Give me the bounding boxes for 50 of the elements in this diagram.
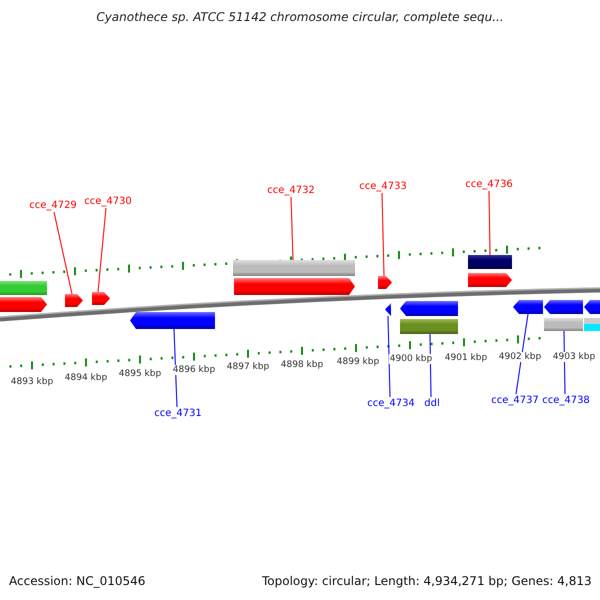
feature-bar bbox=[400, 319, 458, 334]
feature-bar bbox=[544, 318, 583, 331]
position-label: 4898 kbp bbox=[280, 360, 324, 370]
position-label: 4895 kbp bbox=[118, 369, 162, 379]
gene-feature bbox=[513, 300, 543, 314]
feature-bar bbox=[468, 255, 512, 269]
diagram-title: Cyanothece sp. ATCC 51142 chromosome circular, complete sequ... bbox=[95, 10, 505, 24]
gene-label: cce_4731 bbox=[154, 408, 202, 420]
footer-note: Topology: circular; Length: 4,934,271 bp; Genes: 4,813 bbox=[262, 574, 592, 588]
leader-line bbox=[290, 196, 294, 260]
gene-feature bbox=[378, 276, 392, 289]
gene-label: cce_4733 bbox=[359, 181, 407, 193]
gene-feature bbox=[130, 312, 215, 329]
gene-feature bbox=[385, 303, 391, 316]
gene-feature bbox=[544, 300, 583, 314]
leader-line bbox=[488, 190, 490, 256]
feature-bar bbox=[584, 318, 600, 331]
position-label: 4899 kbp bbox=[336, 357, 380, 367]
gene-label: cce_4737 bbox=[491, 395, 539, 407]
gene-feature bbox=[468, 273, 512, 287]
position-label: 4900 kbp bbox=[388, 354, 434, 364]
gene-label: cce_4738 bbox=[542, 395, 590, 407]
gene-feature bbox=[584, 300, 600, 314]
position-label: 4894 kbp bbox=[64, 373, 108, 383]
leader-line bbox=[388, 316, 390, 398]
gene-feature bbox=[65, 294, 83, 307]
feature-bar bbox=[0, 281, 47, 295]
footer-note: Accession: NC_010546 bbox=[9, 574, 146, 588]
gene-label: cce_4729 bbox=[29, 200, 77, 212]
leader-line bbox=[382, 192, 384, 276]
gene-label: cce_4734 bbox=[367, 398, 415, 410]
gene-feature bbox=[400, 301, 458, 316]
gene-label: cce_4732 bbox=[267, 185, 315, 197]
position-label: 4903 kbp bbox=[552, 352, 596, 362]
gene-feature bbox=[234, 278, 355, 295]
gene-label: ddl bbox=[424, 398, 440, 410]
leader-line bbox=[516, 314, 528, 394]
gene-feature bbox=[0, 297, 47, 312]
position-label: 4897 kbp bbox=[226, 362, 270, 372]
position-label: 4896 kbp bbox=[172, 365, 216, 375]
feature-bar bbox=[233, 260, 355, 276]
leader-line bbox=[174, 328, 178, 408]
position-label: 4901 kbp bbox=[444, 353, 488, 363]
leader-line bbox=[54, 212, 72, 294]
position-label: 4902 kbp bbox=[498, 352, 542, 362]
gene-label: cce_4730 bbox=[84, 196, 132, 208]
leader-line bbox=[98, 208, 106, 292]
gene-feature bbox=[92, 292, 110, 305]
gene-label: cce_4736 bbox=[465, 179, 513, 191]
position-label: 4893 kbp bbox=[10, 377, 54, 387]
